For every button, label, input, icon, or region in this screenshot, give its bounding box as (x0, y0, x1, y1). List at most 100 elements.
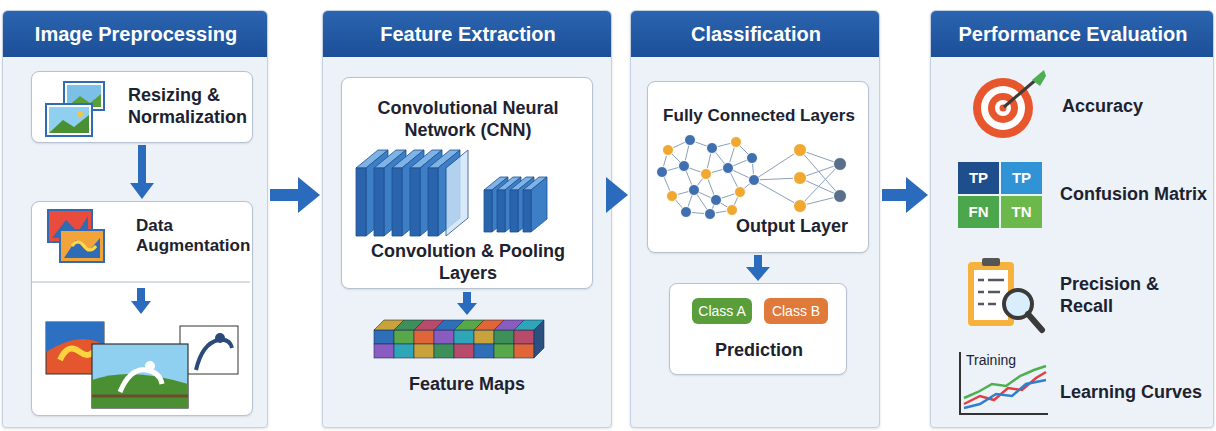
shape (484, 177, 508, 190)
divider (32, 281, 250, 283)
shape (728, 142, 736, 168)
shape (706, 168, 728, 174)
shape (402, 150, 424, 236)
shape (410, 150, 442, 168)
shape (685, 135, 696, 146)
shape (701, 169, 712, 180)
down-arrow (457, 292, 477, 315)
shape (394, 330, 414, 344)
feature-maps (374, 320, 544, 358)
shape (394, 320, 424, 330)
shape (794, 200, 807, 213)
curve-chart (960, 352, 1048, 414)
text: TP (958, 169, 999, 187)
shape (414, 344, 434, 358)
shape (662, 150, 668, 172)
text: Precision & Recall (1060, 274, 1180, 317)
target-icon (973, 70, 1046, 138)
shape (494, 320, 524, 330)
flow-arrow (130, 145, 154, 199)
shape (667, 191, 678, 202)
process-box: Resizing & Normalization (31, 71, 253, 143)
shape (689, 185, 700, 196)
connector-line (607, 189, 614, 201)
connector-line (270, 189, 299, 201)
shape (686, 212, 710, 214)
shape (531, 177, 547, 232)
shape (374, 168, 384, 236)
text: Performance Evaluation (931, 22, 1215, 46)
shape (731, 137, 742, 148)
shape (684, 166, 694, 190)
shape (716, 200, 732, 210)
resize-icon (46, 82, 104, 136)
shape (434, 344, 454, 358)
shape (752, 158, 754, 180)
flow-arrow (882, 177, 928, 213)
text: Training (966, 352, 1036, 369)
process-box: Convolutional Neural Network (CNN) Convol… (341, 77, 593, 289)
text: Convolutional Neural Network (CNN) (352, 98, 584, 141)
shape (710, 200, 716, 214)
shape (712, 148, 728, 168)
cnn-layers (356, 150, 547, 236)
shape (392, 168, 402, 236)
text: Convolution & Pooling Layers (352, 241, 584, 284)
shape (356, 150, 388, 168)
down-arrow (131, 288, 151, 314)
shape (484, 190, 492, 232)
shape (672, 196, 686, 212)
arrowhead (130, 183, 154, 199)
shape (728, 168, 740, 192)
arrowhead (746, 267, 770, 281)
class-pill: Class B (764, 298, 828, 324)
shape (684, 140, 690, 166)
text: Learning Curves (1060, 382, 1210, 404)
stage-panel: Feature ExtractionConvolutional Neural N… (322, 10, 612, 428)
shape (735, 187, 746, 198)
text: Image Preprocessing (3, 22, 269, 46)
shape (749, 175, 760, 186)
text: Data Augmentation (136, 216, 252, 257)
shape (668, 150, 684, 166)
shape (514, 330, 534, 344)
shape (800, 164, 840, 206)
shape (711, 195, 722, 206)
shape (420, 150, 442, 236)
text: Class B (764, 303, 828, 320)
shape (438, 150, 460, 236)
shape (657, 167, 668, 178)
shape (410, 168, 420, 236)
shape (834, 190, 847, 203)
shape (732, 192, 740, 210)
text: Accuracy (1062, 96, 1202, 118)
text: TP (1001, 169, 1042, 187)
shape (800, 150, 840, 196)
text: Classification (631, 22, 881, 46)
process-box: Fully Connected LayersOutput Layer (647, 81, 869, 253)
shape (356, 168, 366, 236)
shape (668, 140, 690, 150)
shape (414, 330, 434, 344)
prediction-box: PredictionClass AClass B (669, 283, 847, 375)
shape (736, 142, 752, 158)
shape (663, 145, 674, 156)
shape (662, 172, 672, 196)
shape (694, 190, 716, 200)
shape (672, 190, 694, 196)
text: Feature Extraction (323, 22, 613, 46)
shape (834, 158, 847, 171)
shape (684, 166, 706, 174)
shape (523, 190, 531, 232)
shape (712, 142, 736, 148)
shape (392, 150, 424, 168)
text: TN (1001, 203, 1042, 221)
process-box: Data Augmentation (31, 201, 253, 416)
shape (428, 150, 460, 168)
shape (728, 158, 752, 168)
shape (510, 190, 518, 232)
shape (740, 180, 754, 192)
shape (374, 344, 394, 358)
text: Output Layer (718, 216, 866, 238)
